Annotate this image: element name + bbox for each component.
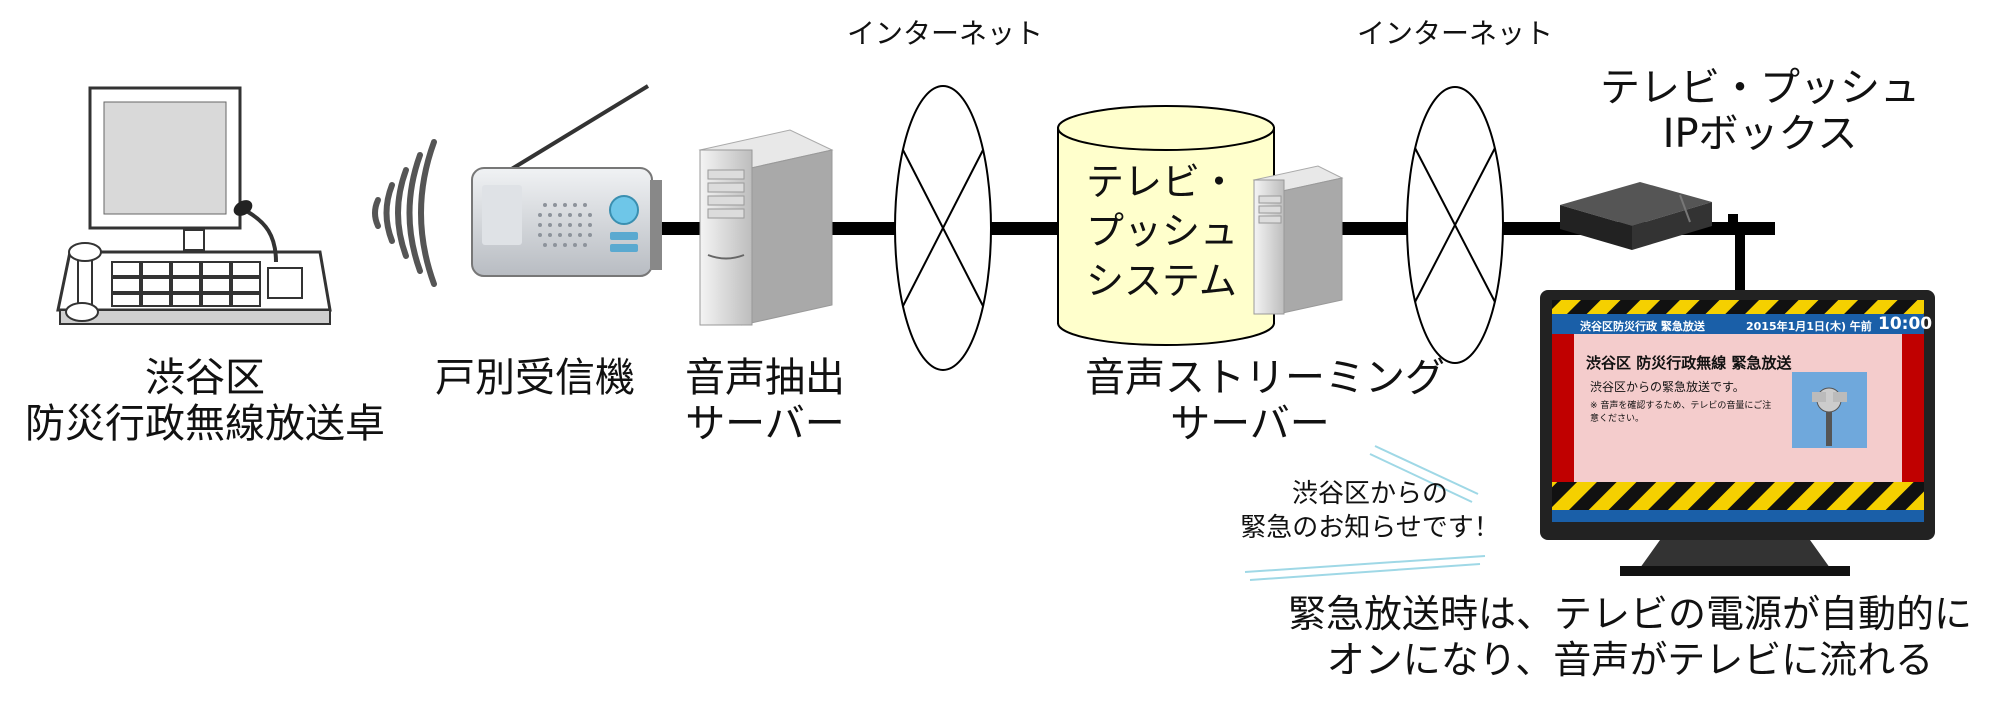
extract-server-label: 音声抽出 サーバー — [685, 355, 845, 447]
internet-label-2: インターネット — [1356, 17, 1553, 50]
audio-extract-server-icon — [698, 129, 834, 326]
tv-line-1: 渋谷区からの緊急放送です。 — [1590, 380, 1745, 394]
tv-line-2: ※ 音声を確認するため、テレビの音量にご注意ください。 — [1590, 401, 1772, 424]
speech-lines — [1244, 445, 1486, 581]
household-receiver-icon — [471, 84, 662, 277]
tv-header-date: 2015年1月1日(木) 午前 — [1746, 320, 1872, 333]
ip-box-icon — [1560, 182, 1712, 250]
ip-box-label: テレビ・プッシュ IPボックス — [1600, 65, 1920, 157]
tv-header-time: 10:00 — [1878, 314, 1933, 334]
speech-text: 渋谷区からの 緊急のお知らせです！ — [1240, 479, 1500, 543]
internet-cloud-2 — [1406, 86, 1504, 364]
tv-title: 渋谷区 防災行政無線 緊急放送 — [1586, 354, 1792, 372]
radio-waves-icon — [372, 139, 437, 287]
internet-cloud-1 — [894, 85, 992, 371]
console-label: 渋谷区 防災行政無線放送卓 — [25, 355, 385, 447]
streaming-server-label: 音声ストリーミング サーバー — [1085, 355, 1445, 447]
television-icon — [1540, 290, 1935, 576]
receiver-label: 戸別受信機 — [435, 355, 635, 401]
internet-label-1: インターネット — [846, 17, 1043, 50]
tv-push-system-cylinder — [1057, 105, 1275, 346]
broadcast-console-icon — [56, 86, 332, 325]
footnote-text: 緊急放送時は、テレビの電源が自動的に オンになり、音声がテレビに流れる — [1287, 592, 1972, 682]
tv-header-left: 渋谷区防災行政 緊急放送 — [1580, 320, 1705, 333]
system-cylinder-label: テレビ・ プッシュ システム — [1086, 160, 1239, 303]
streaming-server-icon — [1252, 165, 1344, 315]
